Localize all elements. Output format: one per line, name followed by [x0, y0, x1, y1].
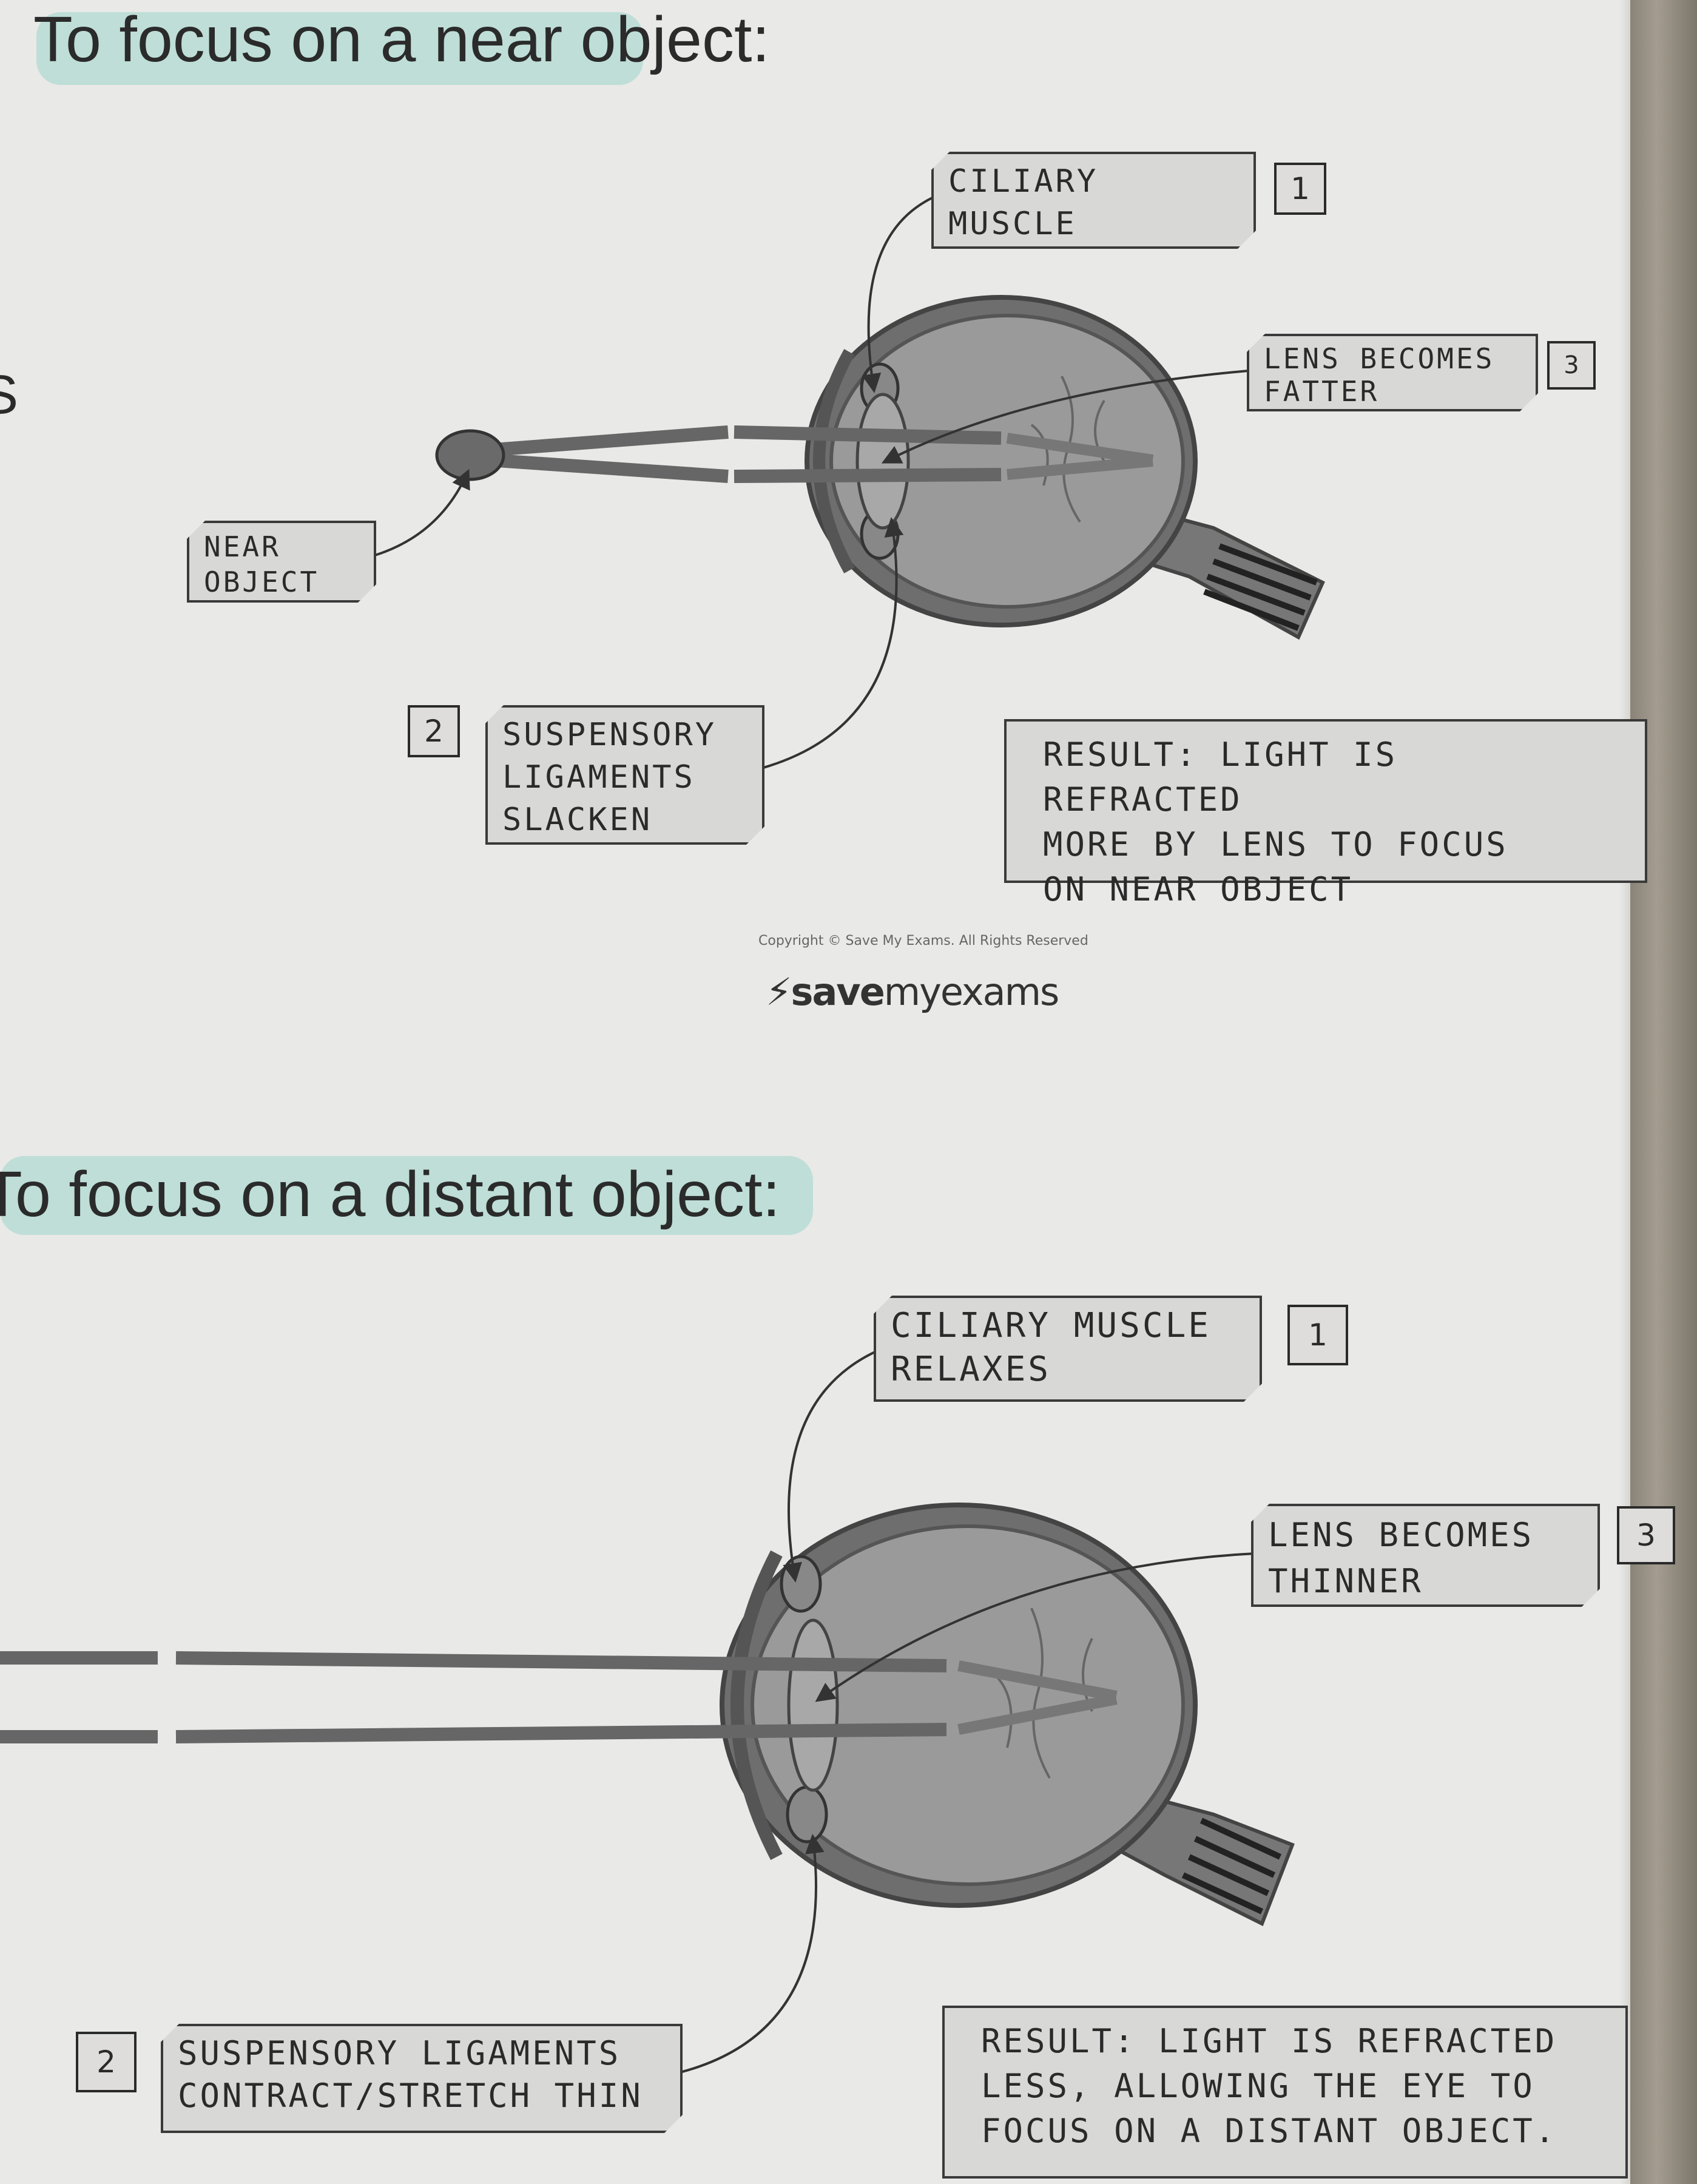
near-ciliary-pointer: [862, 193, 941, 393]
heading-highlight-2: [0, 1156, 813, 1235]
near-ray-top: [461, 425, 729, 459]
logo-bolt-icon: ⚡: [766, 970, 792, 1014]
near-heading: To focus on a near object:: [33, 4, 770, 75]
near-ciliary-label: CILIARY MUSCLE CONTRACTS: [931, 152, 1256, 249]
heading-highlight: [36, 12, 643, 85]
near-lens-pointer: [881, 369, 1257, 464]
distant-heading: To focus on a distant object:: [0, 1158, 781, 1230]
paper-edge: [1619, 0, 1630, 2184]
near-eye: [363, 193, 1325, 772]
distant-eye: [0, 1346, 1295, 2077]
distant-step-2: 2: [76, 2032, 137, 2092]
near-optic-nerve-fibres: [1203, 543, 1318, 631]
distant-step-3: 3: [1617, 1506, 1675, 1564]
distant-ligaments-label: SUSPENSORY LIGAMENTS CONTRACT/STRETCH TH…: [161, 2024, 683, 2133]
near-object-label: NEAR OBJECT: [187, 521, 376, 603]
background-strip: [1630, 0, 1697, 2184]
distant-optic-nerve-fibres: [1181, 1817, 1282, 1915]
near-lens-label: LENS BECOMES FATTER: [1247, 334, 1538, 411]
distant-ciliary-label: CILIARY MUSCLE RELAXES: [874, 1296, 1262, 1402]
stray-fragment: S: [0, 365, 19, 425]
copyright-text: Copyright © Save My Exams. All Rights Re…: [758, 933, 1088, 948]
near-ligaments-label: SUSPENSORY LIGAMENTS SLACKEN: [485, 705, 764, 845]
near-step-1: 1: [1274, 163, 1326, 215]
near-object-shape: [435, 429, 505, 481]
distant-lens-label: LENS BECOMES THINNER: [1251, 1504, 1600, 1607]
distant-result-box: RESULT: LIGHT IS REFRACTED LESS, ALLOWIN…: [942, 2006, 1628, 2179]
distant-step-1: 1: [1287, 1305, 1348, 1365]
near-cornea: [813, 349, 855, 573]
near-vitreous: [829, 314, 1185, 609]
near-object-pointer: [363, 468, 470, 560]
near-step-2: 2: [408, 705, 460, 757]
save-my-exams-logo: ⚡savemyexams: [766, 970, 1059, 1014]
near-ligament-pointer: [752, 517, 904, 772]
near-ray-bottom: [461, 451, 729, 483]
near-lens: [855, 393, 910, 530]
near-step-3: 3: [1547, 341, 1596, 390]
near-result-box: RESULT: LIGHT IS REFRACTED MORE BY LENS …: [1004, 719, 1647, 908]
